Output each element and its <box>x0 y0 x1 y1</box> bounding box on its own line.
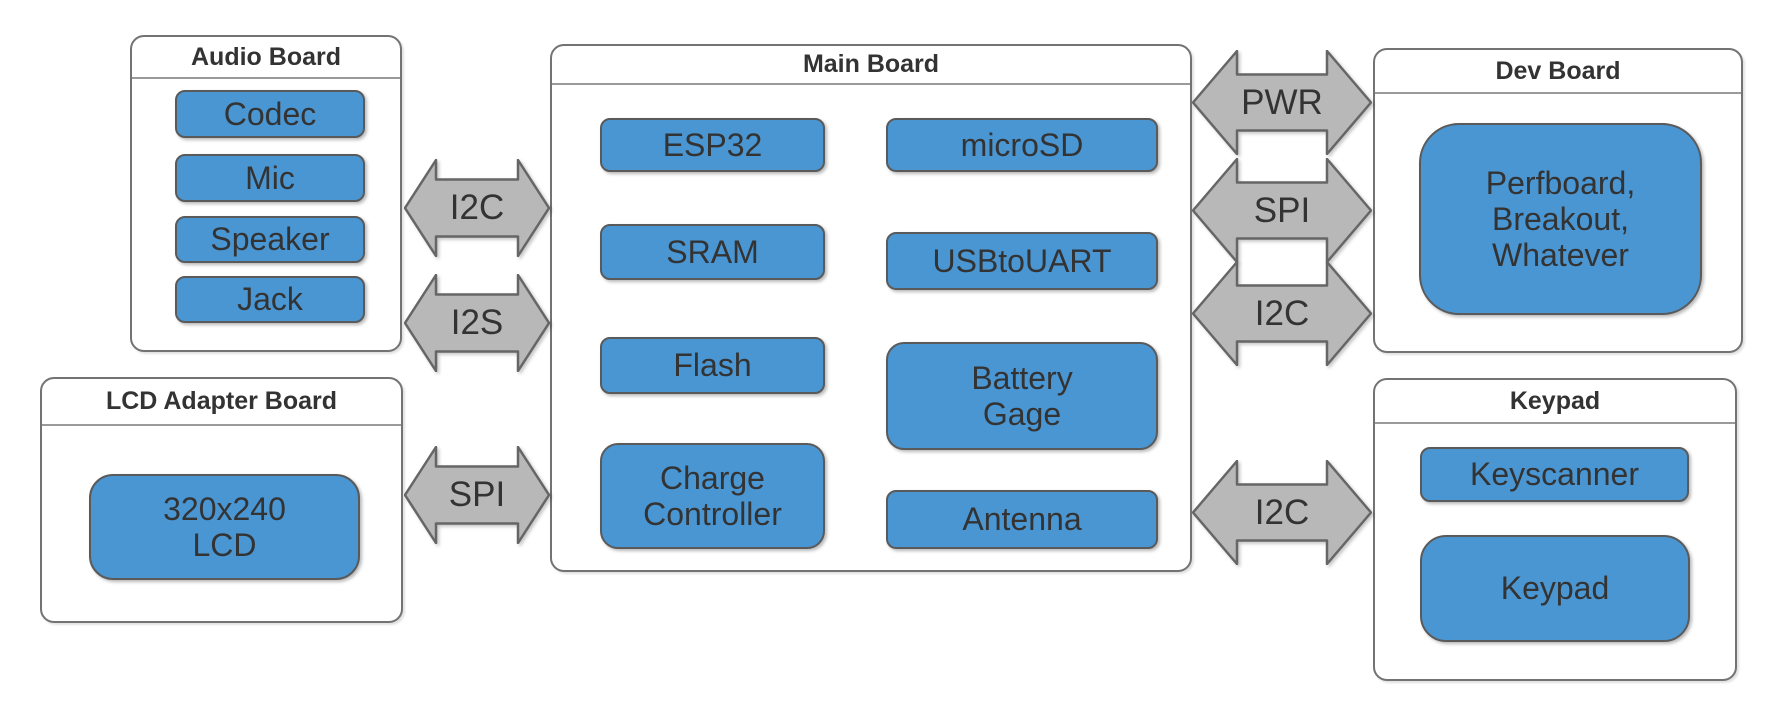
board-dev: Dev Board Perfboard, Breakout, Whatever <box>1373 48 1743 353</box>
double-arrow-icon <box>404 274 550 372</box>
arrow-main-dev-i2c: I2C <box>1192 261 1372 366</box>
arrow-audio-main-i2s: I2S <box>404 274 550 372</box>
arrow-label-i2c: I2C <box>449 188 505 227</box>
arrow-audio-main-i2c: I2C <box>404 159 550 257</box>
module-antenna: Antenna <box>886 490 1158 549</box>
board-lcd-adapter: LCD Adapter Board 320x240 LCD <box>40 377 403 623</box>
arrow-label-spi: SPI <box>1253 190 1311 230</box>
module-esp32: ESP32 <box>600 118 825 172</box>
module-microsd: microSD <box>886 118 1158 172</box>
module-lcd: 320x240 LCD <box>89 474 360 580</box>
module-perfboard: Perfboard, Breakout, Whatever <box>1419 123 1702 315</box>
module-keyscanner: Keyscanner <box>1420 447 1689 502</box>
module-jack: Jack <box>175 276 365 323</box>
module-usbtouart: USBtoUART <box>886 232 1158 290</box>
arrow-main-dev-pwr: PWR <box>1192 50 1372 155</box>
module-keypad: Keypad <box>1420 535 1690 642</box>
board-audio-title: Audio Board <box>132 37 400 79</box>
arrow-label-i2c: I2C <box>1254 492 1310 532</box>
board-audio: Audio Board Codec Mic Speaker Jack <box>130 35 402 352</box>
arrow-label-pwr: PWR <box>1241 82 1323 122</box>
board-main-title: Main Board <box>552 46 1190 85</box>
board-dev-title: Dev Board <box>1375 50 1741 94</box>
board-main: Main Board ESP32 SRAM Flash Charge Contr… <box>550 44 1192 572</box>
arrow-main-dev-spi: SPI <box>1192 158 1372 263</box>
module-mic: Mic <box>175 154 365 202</box>
module-codec: Codec <box>175 90 365 138</box>
double-arrow-icon <box>404 446 550 544</box>
arrow-main-keypad-i2c: I2C <box>1192 460 1372 565</box>
module-sram: SRAM <box>600 224 825 280</box>
module-flash: Flash <box>600 337 825 394</box>
arrow-label-i2c: I2C <box>1254 293 1310 333</box>
arrow-label-spi: SPI <box>448 475 506 514</box>
board-keypad-title: Keypad <box>1375 380 1735 424</box>
double-arrow-icon <box>1192 50 1372 155</box>
double-arrow-icon <box>1192 158 1372 263</box>
board-lcd-adapter-title: LCD Adapter Board <box>42 379 401 426</box>
module-battery-gage: Battery Gage <box>886 342 1158 450</box>
arrow-label-i2s: I2S <box>450 303 504 342</box>
arrow-lcd-main-spi: SPI <box>404 446 550 544</box>
module-speaker: Speaker <box>175 216 365 263</box>
double-arrow-icon <box>404 159 550 257</box>
board-keypad: Keypad Keyscanner Keypad <box>1373 378 1737 681</box>
double-arrow-icon <box>1192 261 1372 366</box>
module-charge-controller: Charge Controller <box>600 443 825 549</box>
double-arrow-icon <box>1192 460 1372 565</box>
